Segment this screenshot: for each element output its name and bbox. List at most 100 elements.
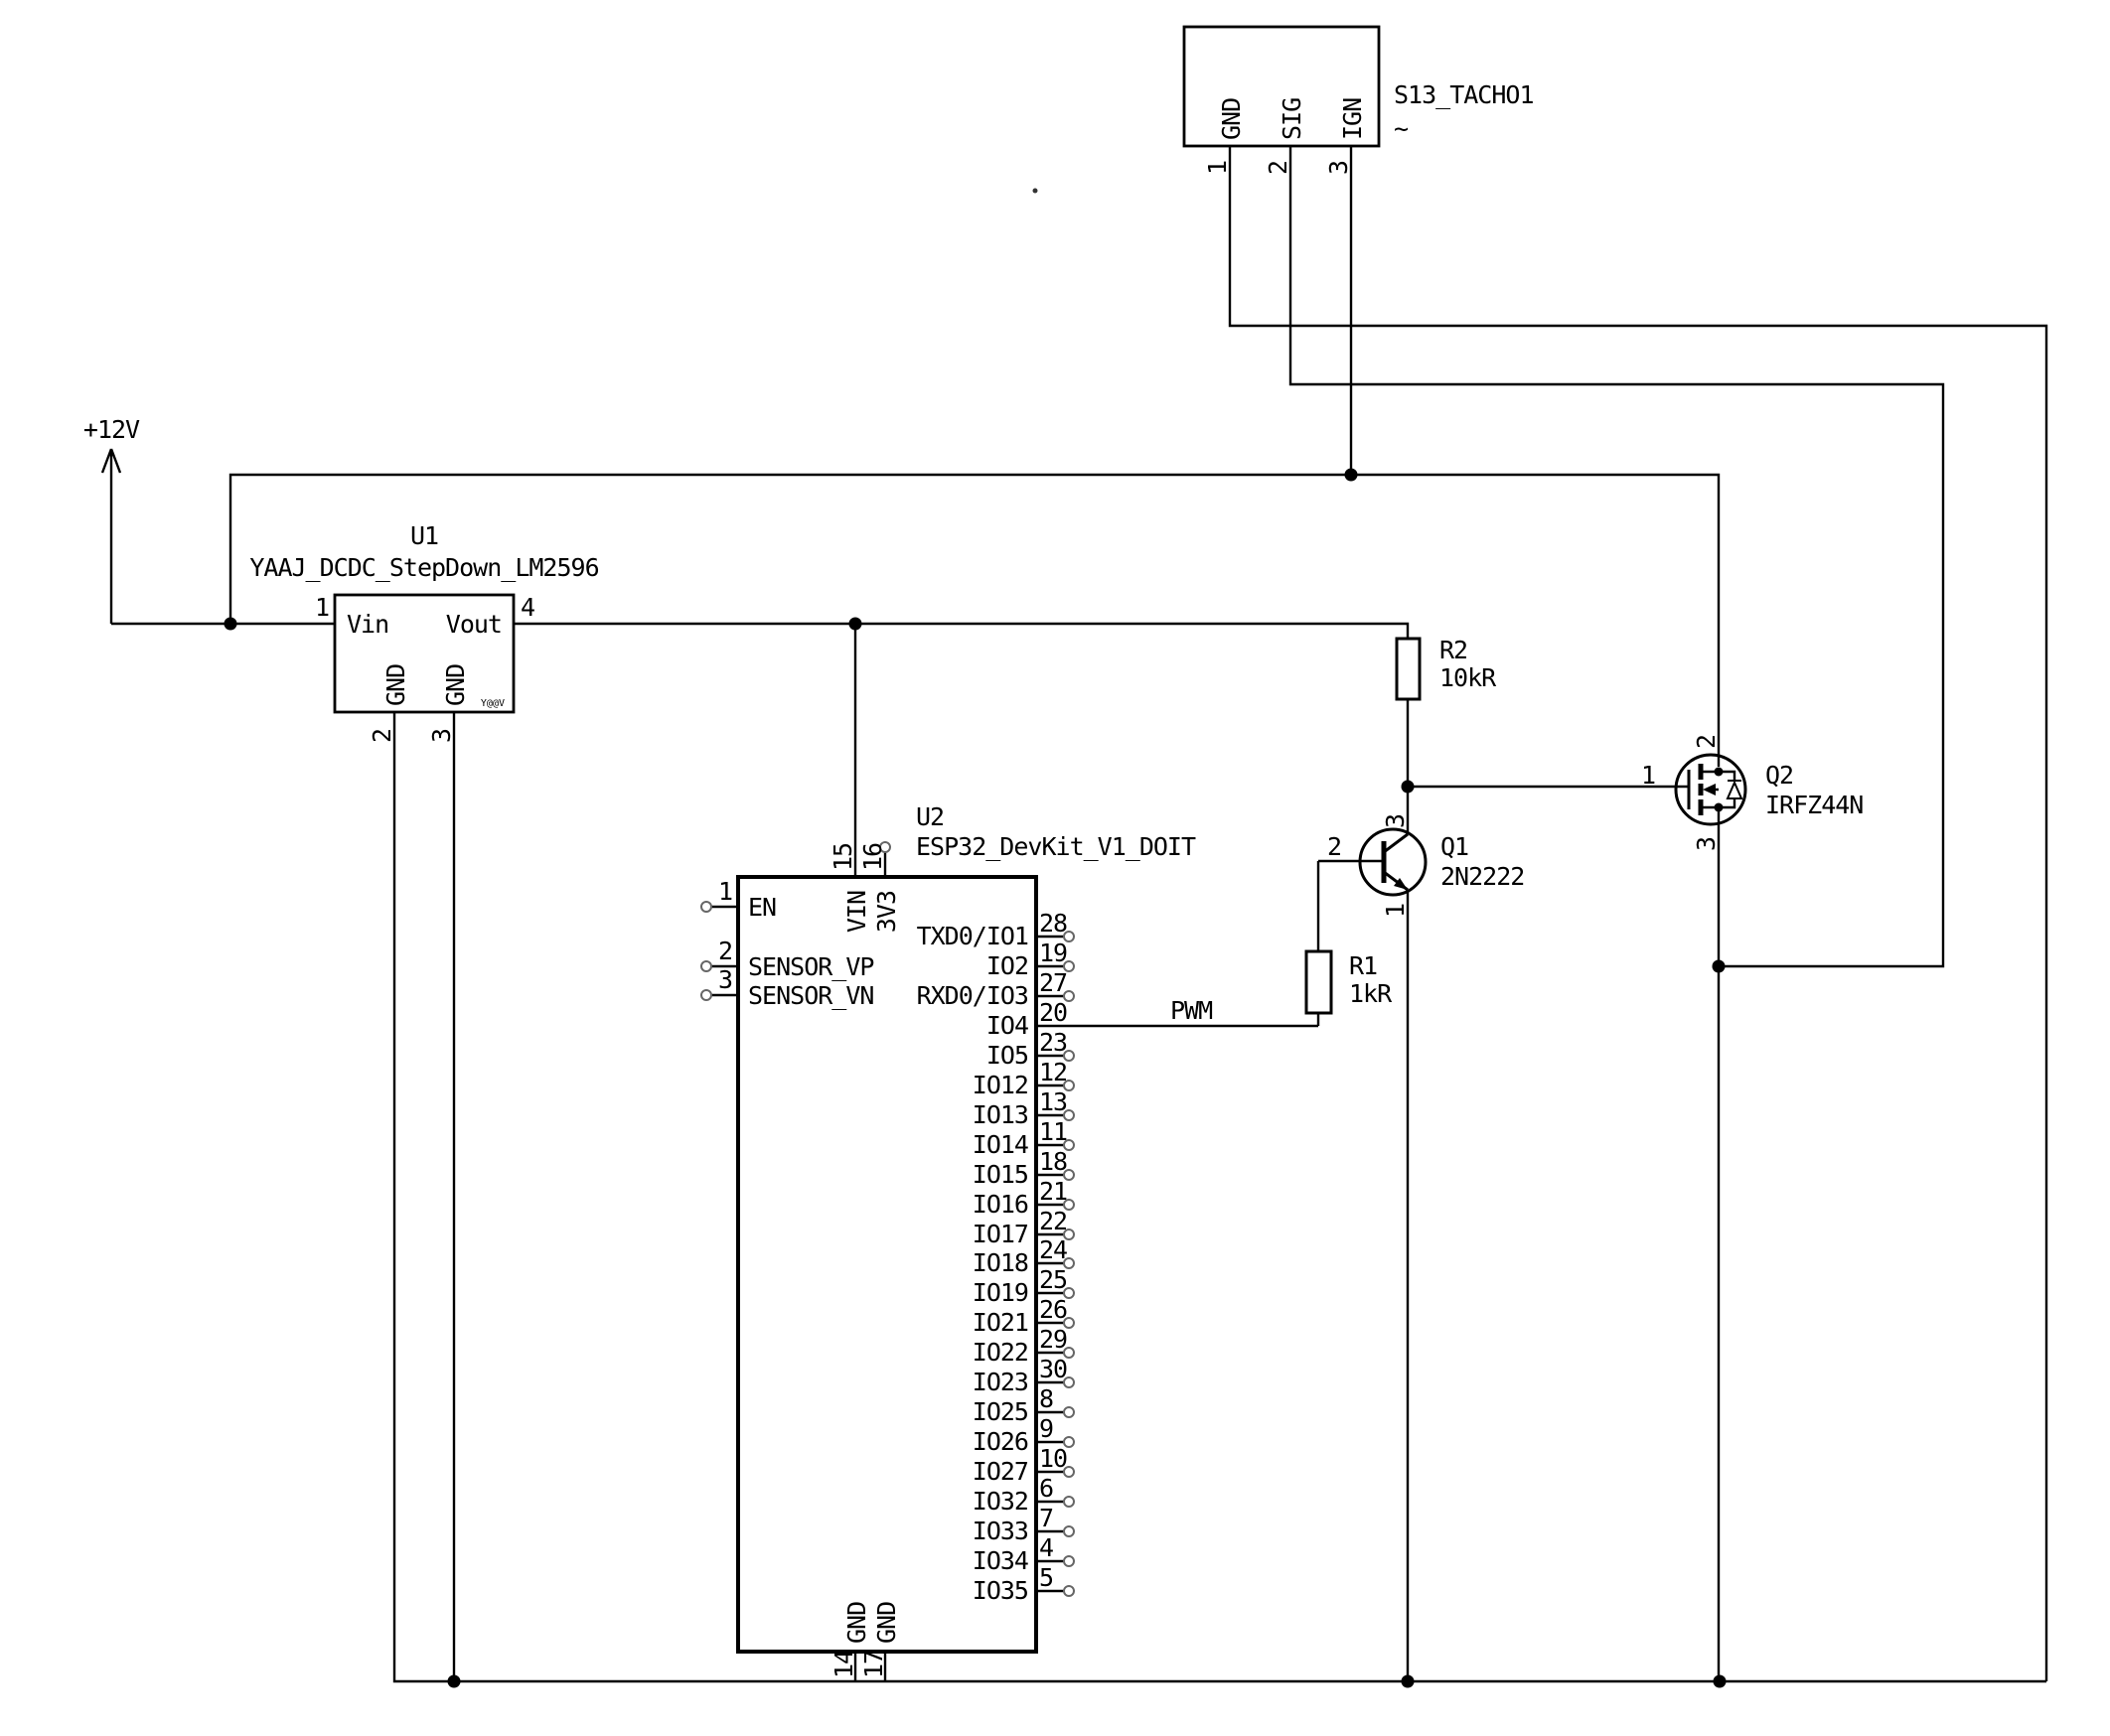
u2-esp32-module: U2 ESP32_DevKit_V1_DOIT 1 EN 2 SENSOR_VP… [700, 802, 1197, 1678]
q2-pin-num-source: 3 [1692, 837, 1721, 851]
u2-pin-number: 12 [1039, 1058, 1067, 1086]
u1-pin-name-gnd2: GND [381, 664, 410, 706]
u2-pin-number: 10 [1039, 1444, 1067, 1473]
u2-pin-number: 28 [1039, 909, 1067, 938]
u2-pin-number: 29 [1039, 1325, 1067, 1354]
u2-pin-name: IO32 [973, 1487, 1028, 1516]
q1-transistor: Q1 2N2222 2 3 1 [1327, 814, 1525, 918]
u1-pin-num-vin: 1 [315, 593, 329, 622]
wire-vout-net [514, 622, 1410, 877]
u2-pin-name: IO34 [973, 1546, 1028, 1575]
u1-value-label: YAAJ_DCDC_StepDown_LM2596 [249, 553, 598, 582]
q1-emitter-arrow [1394, 878, 1408, 890]
u2-pin-number: 15 [829, 843, 857, 871]
q2-value-label: IRFZ44N [1765, 791, 1863, 819]
u2-pin-name: IO12 [973, 1071, 1028, 1099]
u2-right-pins: TXD0/IO1 28 IO2 19 RXD0/IO3 27 IO4 20 IO… [917, 909, 1075, 1605]
q2-body-diode [1719, 770, 1743, 809]
u2-pin-name: SENSOR_VN [748, 981, 873, 1010]
u2-pin-name: IO2 [986, 951, 1028, 980]
u2-pin-number: 20 [1039, 998, 1067, 1027]
connector-pin-num-2: 2 [1264, 161, 1292, 175]
connector-pin-num-1: 1 [1203, 161, 1232, 175]
u2-pin-number: 24 [1039, 1235, 1067, 1264]
u2-pin-number: 18 [1039, 1147, 1067, 1176]
u2-pin-number: 30 [1039, 1355, 1067, 1383]
u2-pin-name: IO19 [973, 1278, 1028, 1307]
u2-pin-name: TXD0/IO1 [917, 922, 1028, 950]
u2-bottom-pins: GND GND 14 17 [829, 1602, 901, 1678]
u2-top-pins: 15 16 VIN 3V3 [829, 841, 901, 933]
u2-pin-number: 1 [718, 877, 732, 906]
u2-pin-number: 25 [1039, 1265, 1067, 1294]
u2-pin-number: 16 [858, 843, 887, 871]
q2-pin-num-drain: 2 [1692, 735, 1721, 749]
u2-pin-number: 13 [1039, 1087, 1067, 1116]
u2-value-label: ESP32_DevKit_V1_DOIT [916, 832, 1196, 861]
u2-ref-label: U2 [916, 802, 944, 831]
u2-pin-name: IO15 [973, 1160, 1028, 1189]
q1-ref-label: Q1 [1440, 832, 1468, 861]
u2-pin-name: GND [872, 1602, 901, 1644]
u2-pin-number: 14 [829, 1651, 858, 1678]
connector-pin-name-gnd: GND [1217, 98, 1246, 140]
r2-value-label: 10kR [1439, 663, 1497, 692]
connector-pin-name-sig: SIG [1278, 98, 1306, 140]
q1-pin-num-emitter: 1 [1381, 904, 1410, 918]
connector-s13-tacho1: S13_TACHO1 ~ GND SIG IGN 1 2 3 [1182, 25, 1535, 175]
r2-resistor: R2 10kR [1395, 636, 1498, 701]
r2-ref-label: R2 [1439, 636, 1467, 664]
stray-dot [1032, 188, 1038, 194]
u2-pin-number: 23 [1039, 1028, 1067, 1057]
u2-pin-name: IO5 [986, 1041, 1028, 1070]
connector-type-marker: ~ [1394, 114, 1408, 143]
q2-channel-arrow [1703, 784, 1716, 796]
r1-resistor: R1 1kR [1304, 949, 1394, 1015]
u2-pin-number: 11 [1039, 1117, 1067, 1146]
u1-pin-name-vout: Vout [446, 610, 502, 639]
u2-pin-name: IO17 [973, 1220, 1028, 1248]
u2-pin-name: 3V3 [872, 891, 901, 933]
u2-pin-number: 19 [1039, 939, 1067, 967]
power-12v-symbol [100, 448, 122, 624]
u1-dcdc-module: U1 YAAJ_DCDC_StepDown_LM2596 1 Vin 4 Vou… [249, 521, 599, 743]
u2-pin-name: IO14 [973, 1130, 1028, 1159]
u2-pin-name: GND [842, 1602, 871, 1644]
u2-pin-number: 3 [718, 965, 732, 994]
u2-pin-name: EN [748, 893, 776, 922]
q2-pin-num-gate: 1 [1641, 761, 1655, 790]
u2-pin-name: RXD0/IO3 [917, 981, 1028, 1010]
u2-pin-name: IO16 [973, 1190, 1028, 1219]
u2-pin-name: IO23 [973, 1368, 1028, 1396]
u2-pin-number: 7 [1039, 1504, 1053, 1532]
connector-pin-num-3: 3 [1324, 161, 1353, 175]
wire-segments [100, 146, 2048, 1683]
u2-pin-number: 4 [1039, 1533, 1053, 1562]
pwm-net-label: PWM [1170, 996, 1212, 1025]
u2-pin-number: 9 [1039, 1414, 1053, 1443]
u2-left-pins: 1 EN 2 SENSOR_VP 3 SENSOR_VN [700, 877, 874, 1010]
u2-pin-name: IO22 [973, 1338, 1028, 1367]
u1-ref-label: U1 [410, 521, 438, 550]
u1-pin-num-gnd2: 2 [368, 729, 396, 743]
r1-value-label: 1kR [1349, 979, 1393, 1008]
u2-pin-number: 26 [1039, 1295, 1067, 1324]
u2-pin-number: 27 [1039, 968, 1067, 997]
u2-pin-name: SENSOR_VP [748, 952, 873, 981]
u2-pin-name: IO26 [973, 1427, 1028, 1456]
u2-pin-name: IO18 [973, 1248, 1028, 1277]
u2-pin-name: IO13 [973, 1100, 1028, 1129]
wire-12v-net [111, 473, 1721, 767]
u2-pin-number: 8 [1039, 1384, 1053, 1413]
wire-base-net [1316, 859, 1382, 1026]
q2-mosfet: Q2 IRFZ44N 1 2 3 [1641, 735, 1864, 851]
u2-pin-name: IO4 [986, 1011, 1028, 1040]
u2-pin-name: IO33 [973, 1517, 1028, 1545]
junction-dots [224, 468, 1727, 1688]
connector-ref-label: S13_TACHO1 [1394, 80, 1534, 109]
r1-ref-label: R1 [1349, 951, 1377, 980]
u1-pin-num-vout: 4 [521, 593, 534, 622]
q1-pin-num-collector: 3 [1381, 814, 1410, 828]
wire-gnd-net [392, 146, 2048, 1683]
